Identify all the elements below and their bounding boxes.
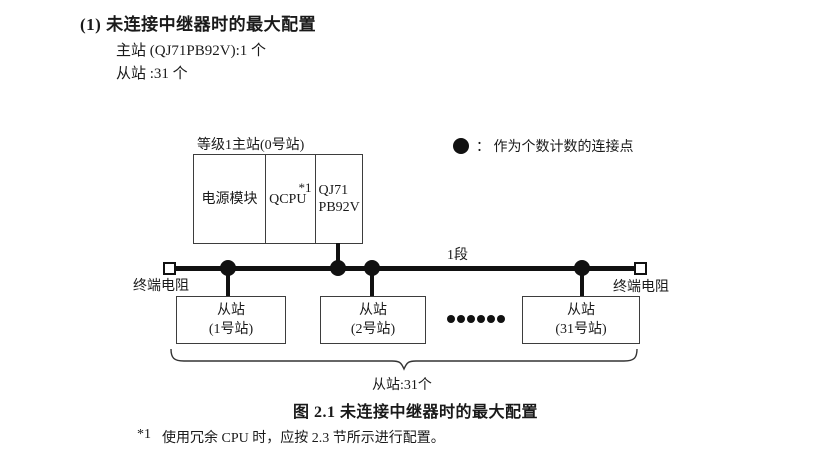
ellipsis-dot-icon: [497, 315, 505, 323]
slave3-drop-line: [580, 268, 584, 297]
master-drop-line: [336, 243, 340, 268]
section-title: (1) 未连接中继器时的最大配置: [80, 15, 317, 34]
ellipsis-dot-icon: [467, 315, 475, 323]
segment-label: 1段: [447, 248, 468, 263]
power-module-cell: 电源模块: [201, 191, 258, 207]
footnote: *1 使用冗余 CPU 时，应按 2.3 节所示进行配置。: [137, 427, 445, 447]
master-station-label: 等级1主站(0号站): [197, 138, 305, 153]
connection-point-icon: [220, 260, 236, 276]
terminating-resistor-icon: [634, 262, 647, 275]
footnote-text: 使用冗余 CPU 时，应按 2.3 节所示进行配置。: [162, 431, 445, 446]
terminating-resistor-icon: [163, 262, 176, 275]
ellipsis-dot-icon: [477, 315, 485, 323]
brace-icon: [170, 348, 638, 371]
slave-count-text: 从站 :31 个: [116, 66, 188, 82]
footnote-marker: *1: [137, 427, 151, 442]
qcpu-label: QCPU: [269, 191, 307, 207]
connection-point-icon: [330, 260, 346, 276]
ellipsis-dot-icon: [457, 315, 465, 323]
qj71pb92v-cell: QJ71 PB92V: [314, 155, 362, 243]
slave-station-box-1: 从站 (1号站): [176, 296, 286, 344]
slave1-drop-line: [226, 268, 230, 297]
slave-station-box-2: 从站 (2号站): [320, 296, 426, 344]
legend-text: ： 作为个数计数的连接点: [476, 140, 634, 155]
connection-point-icon: [364, 260, 380, 276]
figure-caption: 图 2.1 未连接中继器时的最大配置: [293, 404, 539, 421]
ellipsis-dot-icon: [487, 315, 495, 323]
qcpu-footnote-ref: *1: [298, 180, 312, 195]
master-station-box: 电源模块 QCPU *1 QJ71 PB92V: [193, 154, 363, 244]
terminating-resistor-label-left: 终端电阻: [133, 279, 189, 294]
ellipsis-dot-icon: [447, 315, 455, 323]
ellipsis-dots: [447, 315, 505, 323]
terminating-resistor-label-right: 终端电阻: [613, 280, 669, 295]
connection-point-icon: [574, 260, 590, 276]
master-count-text: 主站 (QJ71PB92V):1 个: [116, 43, 267, 59]
legend: ： 作为个数计数的连接点: [453, 136, 634, 156]
slave-station-box-31: 从站 (31号站): [522, 296, 640, 344]
brace-label: 从站:31个: [372, 378, 432, 393]
slave2-drop-line: [370, 268, 374, 297]
connection-point-icon: [453, 138, 469, 154]
qcpu-cell: QCPU *1: [265, 155, 314, 243]
bus-line: [171, 266, 641, 271]
